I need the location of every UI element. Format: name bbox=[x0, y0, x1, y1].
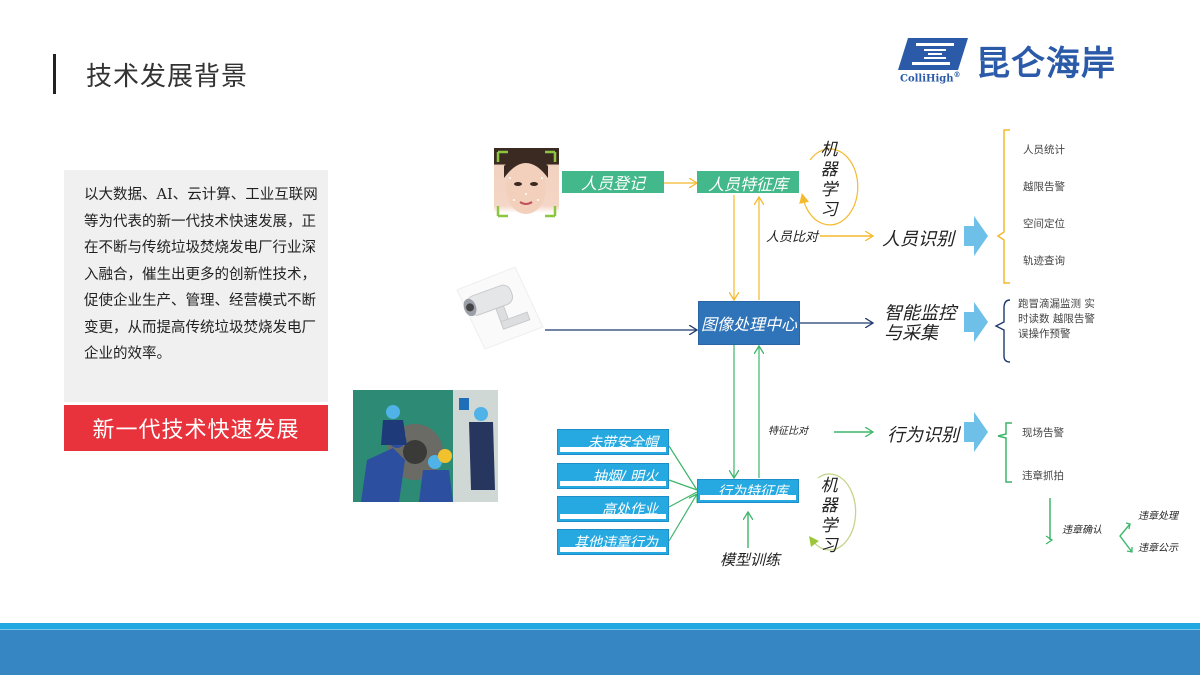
logo-english-name: ColliHigh® bbox=[900, 70, 961, 85]
violation-confirm-label: 违章确认 bbox=[1062, 525, 1102, 536]
page-title: 技术发展背景 bbox=[86, 62, 249, 92]
face-scan-icon bbox=[496, 150, 557, 218]
person-recognition-label: 人员识别 bbox=[882, 229, 954, 250]
person-compare-label: 人员比对 bbox=[766, 230, 819, 245]
title-accent-bar bbox=[53, 54, 56, 94]
footer-divider bbox=[0, 629, 1200, 630]
violation-handle-label: 违章处理 bbox=[1138, 511, 1178, 522]
camera-photo bbox=[455, 265, 545, 350]
behavior-input-3: 其他违章行为 bbox=[557, 529, 669, 555]
company-logo: ColliHigh® 昆仑海岸 bbox=[898, 38, 1158, 88]
person-register-node: 人员登记 bbox=[562, 171, 664, 193]
behavior-input-0: 未带安全帽 bbox=[557, 429, 669, 455]
person-result-0: 人员统计 bbox=[1023, 144, 1065, 156]
behavior-compare-label: 特征比对 bbox=[768, 426, 808, 437]
footer-accent-strip bbox=[0, 623, 1200, 629]
person-result-arrow-icon bbox=[964, 216, 988, 256]
model-training-label: 模型训练 bbox=[720, 551, 781, 569]
monitor-results: 跑冒滴漏监测 实时读数 越限告警 误操作预警 bbox=[1018, 298, 1095, 340]
behavior-input-2: 高处作业 bbox=[557, 496, 669, 522]
person-result-1: 越限告警 bbox=[1023, 181, 1065, 193]
behavior-result-arrow-icon bbox=[964, 412, 988, 452]
colliHigh-logo-icon bbox=[898, 38, 968, 70]
behavior-feature-db-node: 行为特征库 bbox=[697, 479, 799, 503]
logo-chinese-name: 昆仑海岸 bbox=[976, 44, 1116, 84]
workers-photo bbox=[353, 390, 498, 502]
intro-paragraph: 以大数据、AI、云计算、工业互联网等为代表的新一代技术快速发展，正在不断与传统垃… bbox=[84, 187, 318, 362]
smart-monitor-label: 智能监控 与采集 bbox=[884, 303, 956, 344]
behavior-result-1: 违章抓拍 bbox=[1022, 470, 1064, 482]
monitor-result-arrow-icon bbox=[964, 302, 988, 342]
behavior-input-1: 抽烟/ 明火 bbox=[557, 463, 669, 489]
behavior-recognition-label: 行为识别 bbox=[887, 425, 959, 446]
person-machine-learning-label: 机器学习 bbox=[820, 140, 838, 220]
behavior-result-0: 现场告警 bbox=[1022, 427, 1064, 439]
footer-bar bbox=[0, 630, 1200, 675]
behavior-machine-learning-label: 机器学习 bbox=[820, 476, 838, 556]
person-result-2: 空间定位 bbox=[1023, 218, 1065, 230]
face-recognition-photo bbox=[494, 148, 559, 220]
person-feature-db-node: 人员特征库 bbox=[697, 171, 799, 193]
image-processing-center-node: 图像处理中心 bbox=[698, 301, 800, 345]
workers-scene-icon bbox=[353, 390, 498, 502]
person-result-3: 轨迹查询 bbox=[1023, 255, 1065, 267]
intro-text-box: 以大数据、AI、云计算、工业互联网等为代表的新一代技术快速发展，正在不断与传统垃… bbox=[64, 170, 328, 402]
violation-publish-label: 违章公示 bbox=[1138, 543, 1178, 554]
cctv-camera-icon bbox=[456, 266, 544, 350]
tech-banner: 新一代技术快速发展 bbox=[64, 405, 328, 451]
